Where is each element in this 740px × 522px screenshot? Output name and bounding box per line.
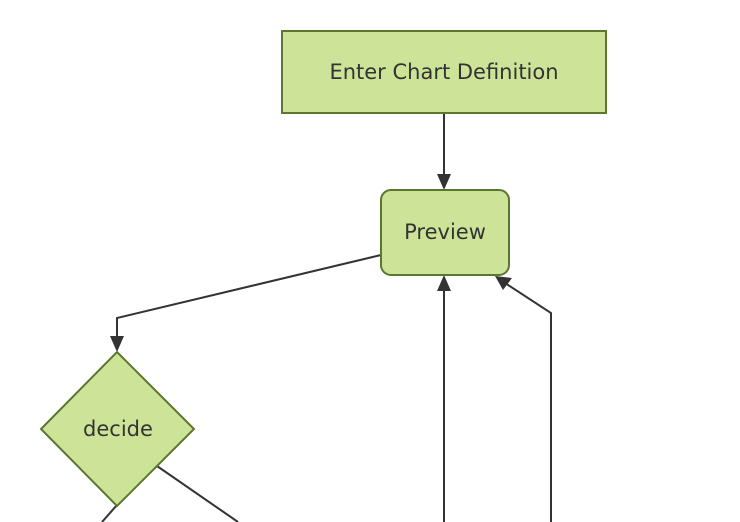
preview-shape[interactable] (380, 189, 510, 276)
decide-shape[interactable] (39, 350, 196, 508)
preview-label: Preview (404, 220, 486, 244)
enter-chart-definition-label: Enter Chart Definition (329, 60, 558, 84)
node-preview[interactable]: Preview (380, 189, 510, 276)
node-decide[interactable]: decide (39, 350, 196, 508)
edge-preview-to-decide-arrowhead (110, 336, 124, 352)
decide-label: decide (83, 417, 153, 441)
edge-enter-to-preview (437, 113, 451, 190)
edge-enter-to-preview-arrowhead (437, 174, 451, 190)
edge-decide-down-left (101, 504, 118, 522)
edge-bottom-center-to-preview-arrowhead (437, 275, 451, 291)
edge-preview-to-decide (110, 254, 382, 352)
edge-preview-to-decide-line (116, 254, 382, 344)
edge-bottom-right-to-preview-arrowhead (495, 276, 512, 290)
edge-bottom-right-to-preview (495, 276, 552, 522)
edge-decide-down-right-line (156, 465, 239, 522)
edge-bottom-right-to-preview-line (501, 280, 552, 522)
node-enter-chart-definition[interactable]: Enter Chart Definition (281, 30, 607, 114)
edge-decide-down-left-line (101, 504, 118, 522)
edge-bottom-center-to-preview (437, 275, 451, 522)
enter-chart-definition-shape[interactable] (281, 30, 607, 114)
edge-decide-down-right (156, 465, 239, 522)
